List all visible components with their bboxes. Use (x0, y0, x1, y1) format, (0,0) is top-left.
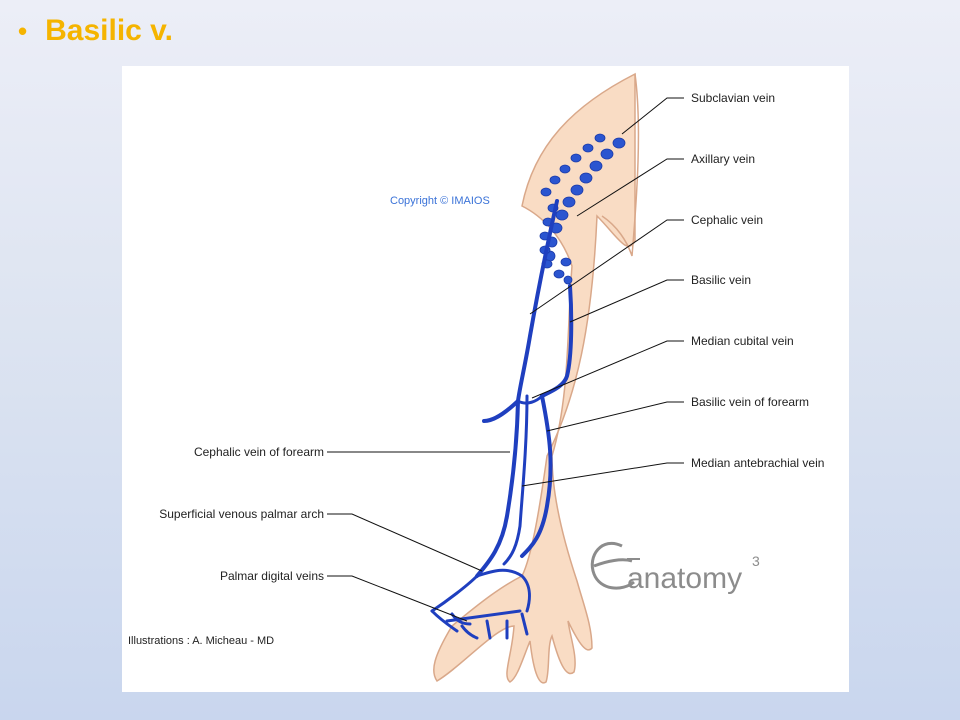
logo-text: anatomy (627, 562, 742, 595)
hand-digital-row (445, 609, 522, 623)
label-palmar-digital-veins: Palmar digital veins (220, 569, 324, 583)
label-basilic-vein: Basilic vein (691, 273, 751, 287)
e-anatomy-logo: anatomy 3 (590, 541, 760, 595)
label-axillary-vein: Axillary vein (691, 152, 755, 166)
arm-outline (433, 72, 636, 684)
basilic-forearm-path (520, 394, 553, 558)
label-cephalic-vein: Cephalic vein (691, 213, 763, 227)
bullet-icon: • (18, 15, 28, 46)
median-cubital-path (516, 394, 544, 405)
label-median-cubital-vein: Median cubital vein (691, 334, 794, 348)
superficial-veins (430, 199, 574, 640)
label-median-antebrachial-vein: Median antebrachial vein (691, 456, 824, 470)
slide-title: • Basilic v. (18, 14, 173, 48)
palmar-digital-path (430, 609, 529, 640)
copyright-text: Copyright © IMAIOS (390, 195, 490, 207)
deep-veins-dotted (539, 133, 626, 285)
torso-edge (601, 73, 640, 257)
label-cephalic-vein-of-forearm: Cephalic vein of forearm (194, 445, 324, 459)
label-basilic-vein-of-forearm: Basilic vein of forearm (691, 395, 809, 409)
basilic-vein-path (540, 284, 574, 398)
logo-superscript: 3 (752, 553, 760, 569)
slide-title-text: Basilic v. (45, 14, 173, 47)
label-superficial-venous-palmar-arch: Superficial venous palmar arch (159, 507, 324, 521)
leader-lines (327, 97, 684, 622)
anatomy-figure: Subclavian vein Axillary vein Cephalic v… (122, 66, 849, 692)
cephalic-forearm-path (475, 399, 520, 578)
label-subclavian-vein: Subclavian vein (691, 91, 775, 105)
illustration-credit: Illustrations : A. Micheau - MD (128, 635, 274, 647)
logo-e-swirl-icon (590, 541, 635, 590)
median-antebrachial-path (502, 394, 529, 566)
arm-illustration: Subclavian vein Axillary vein Cephalic v… (128, 72, 824, 684)
cephalic-vein-path (516, 199, 559, 403)
